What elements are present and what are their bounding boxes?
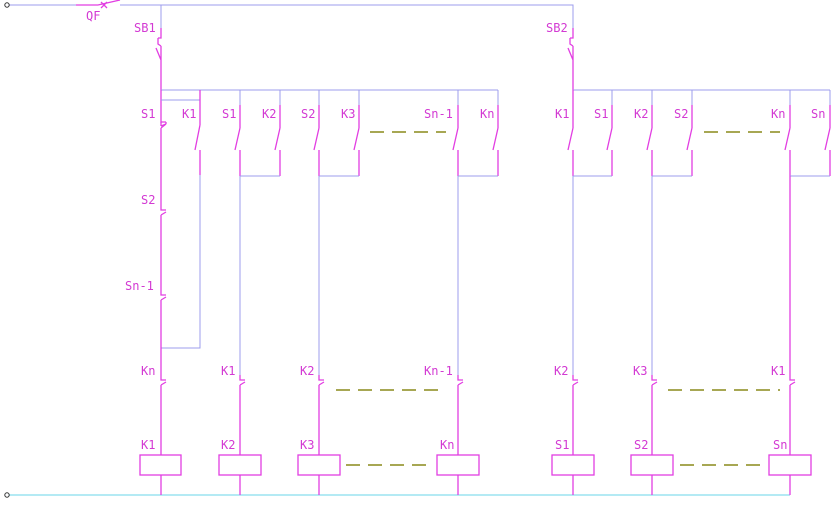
series-contact-kn-label: Kn	[141, 364, 155, 378]
breaker-qf: QF	[76, 0, 121, 23]
section1-column-n: Sn-1 Kn Kn-1 Kn	[424, 90, 499, 495]
interlock-k1-label-2: K1	[771, 364, 785, 378]
section2-column1: K1 S1 K2 S1	[551, 90, 613, 495]
branch-s1-label: S1	[222, 107, 236, 121]
coil-k1-label: K1	[141, 438, 155, 452]
start-button-sb2: SB2	[546, 21, 574, 90]
branch-kn-label: Kn	[480, 107, 494, 121]
series-contact-s2-label: S2	[141, 193, 155, 207]
section1-column2: S1 K2 K1 K2	[218, 90, 281, 495]
branch-sn1-label: Sn-1	[424, 107, 453, 121]
sb2-label: SB2	[546, 21, 568, 35]
sb1-label: SB1	[134, 21, 156, 35]
coil-s2-label: S2	[634, 438, 648, 452]
branch-k3-label: K3	[341, 107, 355, 121]
interlock-k2-label: K2	[300, 364, 314, 378]
start-button-sb1: SB1	[134, 21, 162, 90]
coil-k2-label: K2	[221, 438, 235, 452]
interlock-k2-label-2: K2	[554, 364, 568, 378]
coil-k3-label: K3	[300, 438, 314, 452]
breaker-label: QF	[86, 9, 100, 23]
section2-column2: K2 S2 K3 S2	[630, 90, 693, 495]
branch-k2-label: K2	[262, 107, 276, 121]
branch-s2-label-2: S2	[674, 107, 688, 121]
section2-column-n: Kn Sn K1 Sn	[768, 90, 831, 495]
series-contact-sn1-label: Sn-1	[125, 279, 154, 293]
interlock-kn1-label: Kn-1	[424, 364, 453, 378]
interlock-k1-label: K1	[221, 364, 235, 378]
branch-s1-label-2: S1	[594, 107, 608, 121]
branch-s2-label: S2	[301, 107, 315, 121]
top-terminal	[4, 2, 10, 8]
section1-column3: S2 K3 K2 K3	[297, 90, 360, 495]
series-contact-s1-label: S1	[141, 107, 155, 121]
branch-kn-label-2: Kn	[771, 107, 785, 121]
branch-k1-label: K1	[555, 107, 569, 121]
interlock-k3-label-2: K3	[633, 364, 647, 378]
seal-contact-k1-label: K1	[182, 107, 196, 121]
branch-sn-label: Sn	[811, 107, 825, 121]
branch-k2-label-2: K2	[634, 107, 648, 121]
coil-s1-label: S1	[555, 438, 569, 452]
power-buses	[4, 2, 790, 498]
coil-sn-label: Sn	[773, 438, 787, 452]
bottom-terminal	[4, 492, 10, 498]
section1-column1: S1 K1 S2 Sn-1 Kn K1	[125, 90, 201, 495]
coil-kn-label: Kn	[440, 438, 454, 452]
top-supply-bus	[8, 4, 574, 28]
